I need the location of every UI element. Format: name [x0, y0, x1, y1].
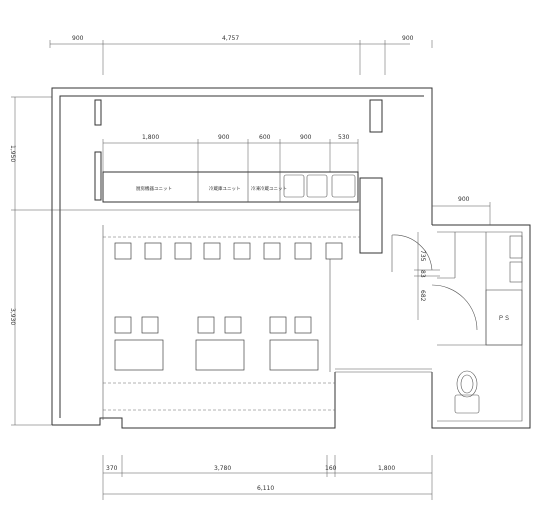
toilet — [454, 370, 480, 414]
table — [195, 339, 245, 371]
kitchen-counter: 厨房機器ユニット 冷蔵庫ユニット 冷凍冷蔵ユニット — [102, 171, 359, 203]
chair — [141, 316, 159, 334]
dim-bottom-370: 370 — [106, 465, 118, 472]
stool — [325, 242, 343, 260]
dim-left-bottom: 3,930 — [9, 308, 16, 325]
stool — [294, 242, 312, 260]
dim-top-left: 900 — [72, 35, 84, 42]
dim-top-center: 4,757 — [222, 35, 239, 42]
table-sets — [114, 316, 319, 371]
counter-label-a: 厨房機器ユニット — [136, 185, 172, 192]
top-dimensions: 900 4,757 900 — [49, 35, 433, 75]
counter-label-c: 冷凍冷蔵ユニット — [251, 185, 287, 192]
dim-bottom-1800: 1,800 — [378, 465, 395, 472]
stool — [114, 242, 132, 260]
stool — [144, 242, 162, 260]
dim-counter-4: 900 — [300, 134, 312, 141]
dim-counter-2: 900 — [218, 134, 230, 141]
stool — [174, 242, 192, 260]
bottom-dimensions: 370 3,780 160 1,800 6,110 — [102, 455, 433, 500]
right-dimensions: 900 735 83 682 — [414, 196, 491, 320]
chair — [114, 316, 132, 334]
dim-right-top: 900 — [458, 196, 470, 203]
annex: ＰＳ — [391, 232, 523, 414]
chair — [197, 316, 215, 334]
counter-label-b: 冷蔵庫ユニット — [209, 185, 241, 192]
chair — [269, 316, 287, 334]
walls — [51, 87, 531, 429]
dim-right-735: 735 — [419, 250, 426, 262]
counter-stools — [114, 242, 343, 260]
storage-label: ＰＳ — [498, 315, 510, 322]
dim-left-top: 1,950 — [9, 145, 16, 162]
dim-right-83: 83 — [419, 270, 426, 278]
table — [269, 339, 319, 371]
dim-bottom-total: 6,110 — [257, 485, 274, 492]
stool — [233, 242, 251, 260]
dim-bottom-160: 160 — [325, 465, 337, 472]
dim-counter-3: 600 — [259, 134, 271, 141]
stool — [263, 242, 281, 260]
dim-top-right: 900 — [402, 35, 414, 42]
dashed-guides — [102, 225, 360, 420]
counter-dimensions: 1,800 900 600 900 530 — [102, 134, 359, 172]
stool — [203, 242, 221, 260]
dim-counter-1: 1,800 — [142, 134, 159, 141]
table — [114, 339, 164, 371]
chair — [294, 316, 312, 334]
chair — [224, 316, 242, 334]
dim-counter-5: 530 — [338, 134, 350, 141]
left-dimensions: 1,950 3,930 — [9, 96, 52, 426]
dim-right-682: 682 — [419, 290, 426, 302]
dim-bottom-3780: 3,780 — [214, 465, 231, 472]
